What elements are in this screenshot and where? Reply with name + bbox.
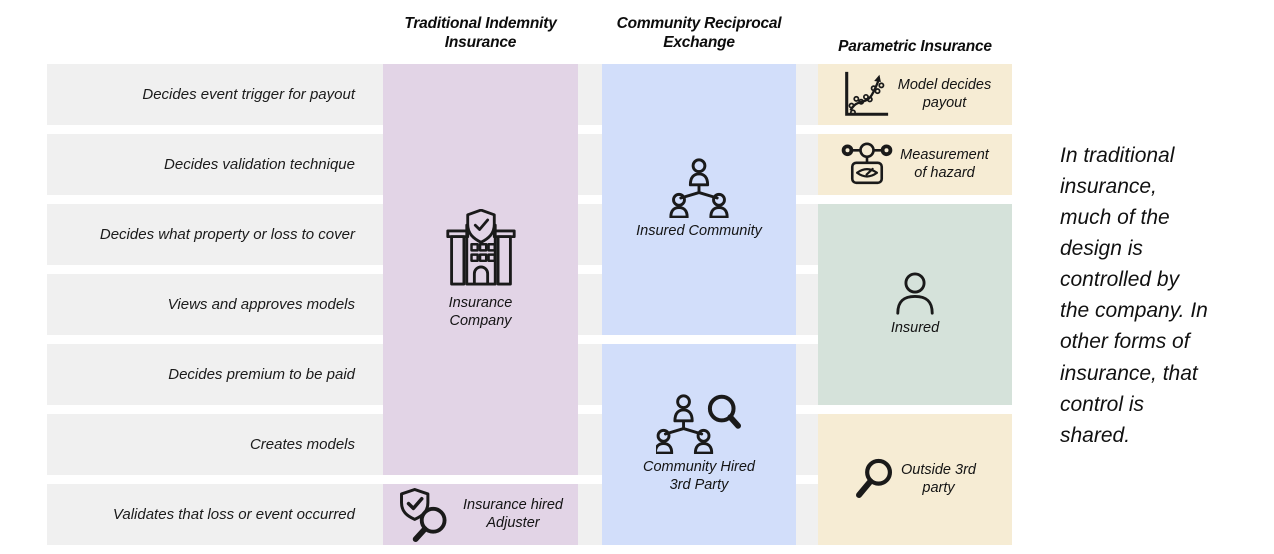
shield-check-magnifier-icon [398,487,456,543]
cell-label: Model decides payout [897,76,992,111]
building-shield-check-icon [444,208,518,287]
cell-label: Outside 3rd party [901,461,976,496]
annotation-text: In traditional insurance, much of the de… [1060,144,1208,447]
column-header-traditional: Traditional Indemnity Insurance [404,15,557,52]
cell-insurance-company: Insurance Company [383,64,578,475]
cell-community-third-party: Community Hired 3rd Party [602,344,796,545]
community-people-magnifier-icon [656,394,742,455]
cell-label: Community Hired 3rd Party [643,459,755,493]
hazard-sensor-gauge-icon [841,141,893,188]
row-label: Creates models [249,435,355,453]
cell-outside-third-party: Outside 3rd party [818,414,1012,545]
cell-model-decides-payout: Model decides payout [818,64,1012,125]
column-header-parametric: Parametric Insurance [838,38,992,55]
cell-label: Insured Community [636,223,762,240]
column-header-community: Community Reciprocal Exchange [616,15,782,52]
cell-label: Measurement of hazard [900,146,989,181]
row-label: Decides validation technique [164,155,355,173]
cell-measurement-of-hazard: Measurement of hazard [818,134,1012,195]
cell-label: Insured [890,319,940,336]
cell-insured: Insured [818,204,1012,405]
cell-label: Insurance hired Adjuster [463,496,563,531]
row-label: Views and approves models [167,295,355,313]
row-label: Validates that loss or event occurred [112,505,355,523]
cell-insurance-adjuster: Insurance hired Adjuster [383,484,578,545]
row-label: Decides event trigger for payout [142,85,355,103]
cell-label: Insurance Company [448,294,513,329]
scatter-chart-icon [839,69,891,121]
cell-insured-community: Insured Community [602,64,796,335]
row-label: Decides premium to be paid [168,365,355,383]
row-label: Decides what property or loss to cover [99,225,355,243]
magnifier-icon [854,457,894,503]
community-people-icon [666,158,732,219]
person-icon [892,272,938,316]
